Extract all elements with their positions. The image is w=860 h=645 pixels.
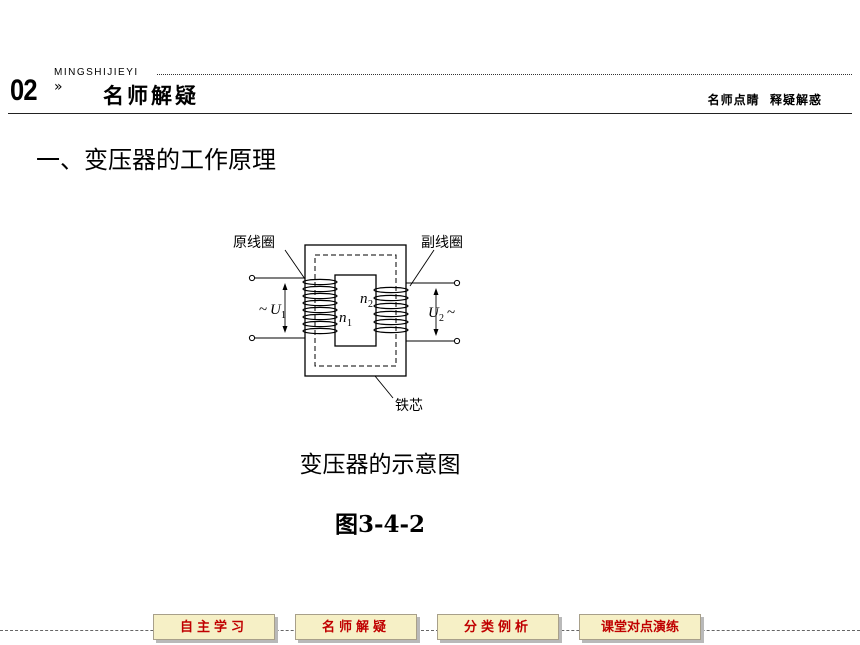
u2-subscript: 2 <box>439 313 444 324</box>
footer-dashed-line <box>0 630 860 631</box>
primary-arrow-up <box>282 283 288 290</box>
secondary-terminal-top <box>453 279 461 287</box>
u2-symbol: U <box>428 305 440 321</box>
nav-button-examples[interactable]: 分类例析 <box>437 614 559 640</box>
n2-symbol: n <box>360 291 368 307</box>
secondary-coil-label: 副线圈 <box>421 235 463 251</box>
n1-symbol: n <box>339 310 347 326</box>
double-arrow-icon: » <box>54 79 63 95</box>
figure-caption: 变压器的示意图 <box>299 452 461 478</box>
header-dotted-line <box>157 74 852 75</box>
secondary-leader <box>409 249 435 287</box>
section-title: 名师解疑 <box>103 84 199 108</box>
secondary-tilde: ~ <box>447 305 455 321</box>
u1-symbol: U <box>270 302 282 318</box>
secondary-coil <box>373 286 409 334</box>
section-number: 02 <box>10 74 38 107</box>
u1-subscript: 1 <box>281 310 286 321</box>
primary-coil-label: 原线圈 <box>233 235 275 251</box>
primary-tilde: ~ <box>259 302 267 318</box>
secondary-arrow-down <box>433 329 439 336</box>
primary-terminal-top <box>248 274 256 282</box>
transformer-diagram: 原线圈 副线圈 铁芯 ~ U 1 U 2 ~ n 1 n 2 <box>233 235 463 414</box>
section-heading: 一、变压器的工作原理 <box>36 146 276 174</box>
primary-leader <box>284 249 306 280</box>
figure-number: 图3-4-2 <box>334 511 426 538</box>
secondary-terminal-bottom <box>453 337 461 345</box>
n2-subscript: 2 <box>368 299 373 310</box>
secondary-arrow-up <box>433 288 439 295</box>
primary-arrow-down <box>282 326 288 333</box>
primary-terminal-bottom <box>248 334 256 342</box>
n1-subscript: 1 <box>347 318 352 329</box>
core-outer <box>304 244 407 377</box>
iron-core-label: 铁芯 <box>395 398 423 414</box>
nav-button-self-study[interactable]: 自主学习 <box>153 614 275 640</box>
core-window <box>334 274 377 347</box>
section-pinyin: MINGSHIJIEYI <box>54 67 139 78</box>
primary-coil <box>302 278 338 335</box>
core-leader <box>374 375 394 399</box>
header-tagline: 名师点睛 释疑解惑 <box>707 93 822 107</box>
nav-button-class-practice[interactable]: 课堂对点演练 <box>579 614 701 640</box>
flux-path <box>314 254 397 367</box>
nav-button-expert-answers[interactable]: 名师解疑 <box>295 614 417 640</box>
header-underline <box>8 113 852 114</box>
